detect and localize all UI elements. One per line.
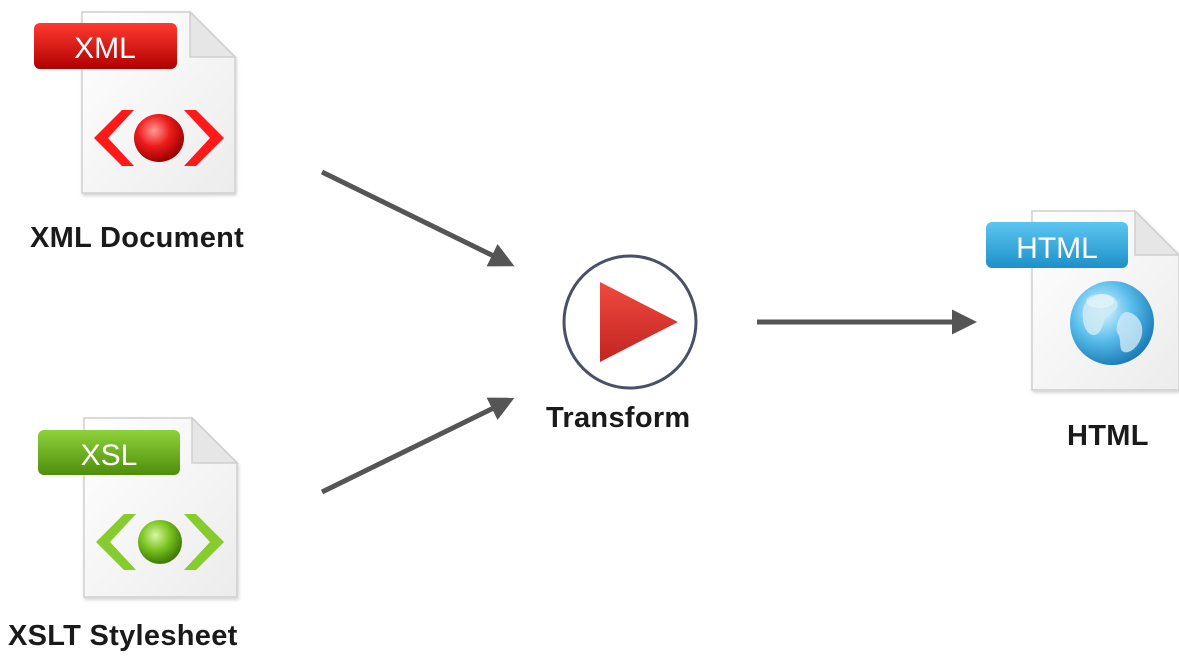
xml-file-icon: XML <box>34 10 237 194</box>
edge-xml-to-transform <box>320 169 515 267</box>
xsl-left-bracket-icon <box>96 514 136 570</box>
html-label: HTML <box>1067 420 1149 452</box>
xml-badge-text: XML <box>74 32 136 65</box>
globe-icon <box>1070 281 1154 365</box>
html-badge <box>986 222 1128 268</box>
transform-node <box>562 254 698 390</box>
xml-left-bracket-icon <box>94 110 134 166</box>
xml-badge <box>34 23 177 69</box>
xml-ball-icon <box>134 114 184 162</box>
html-badge-text: HTML <box>1016 232 1098 265</box>
xsl-badge-text: XSL <box>81 439 138 472</box>
transform-label: Transform <box>546 402 691 434</box>
xml-right-bracket-icon <box>184 110 224 166</box>
play-icon <box>600 282 678 362</box>
xsl-badge <box>38 430 180 475</box>
xsl-file-icon: XSL <box>38 416 239 598</box>
html-file-icon: HTML <box>986 209 1179 391</box>
xsl-ball-icon <box>138 520 182 564</box>
arrows <box>320 169 977 495</box>
edge-xsl-to-transform <box>320 397 515 495</box>
xslt-stylesheet-label: XSLT Stylesheet <box>8 620 238 652</box>
xml-document-label: XML Document <box>30 222 245 254</box>
xsl-right-bracket-icon <box>184 514 224 570</box>
